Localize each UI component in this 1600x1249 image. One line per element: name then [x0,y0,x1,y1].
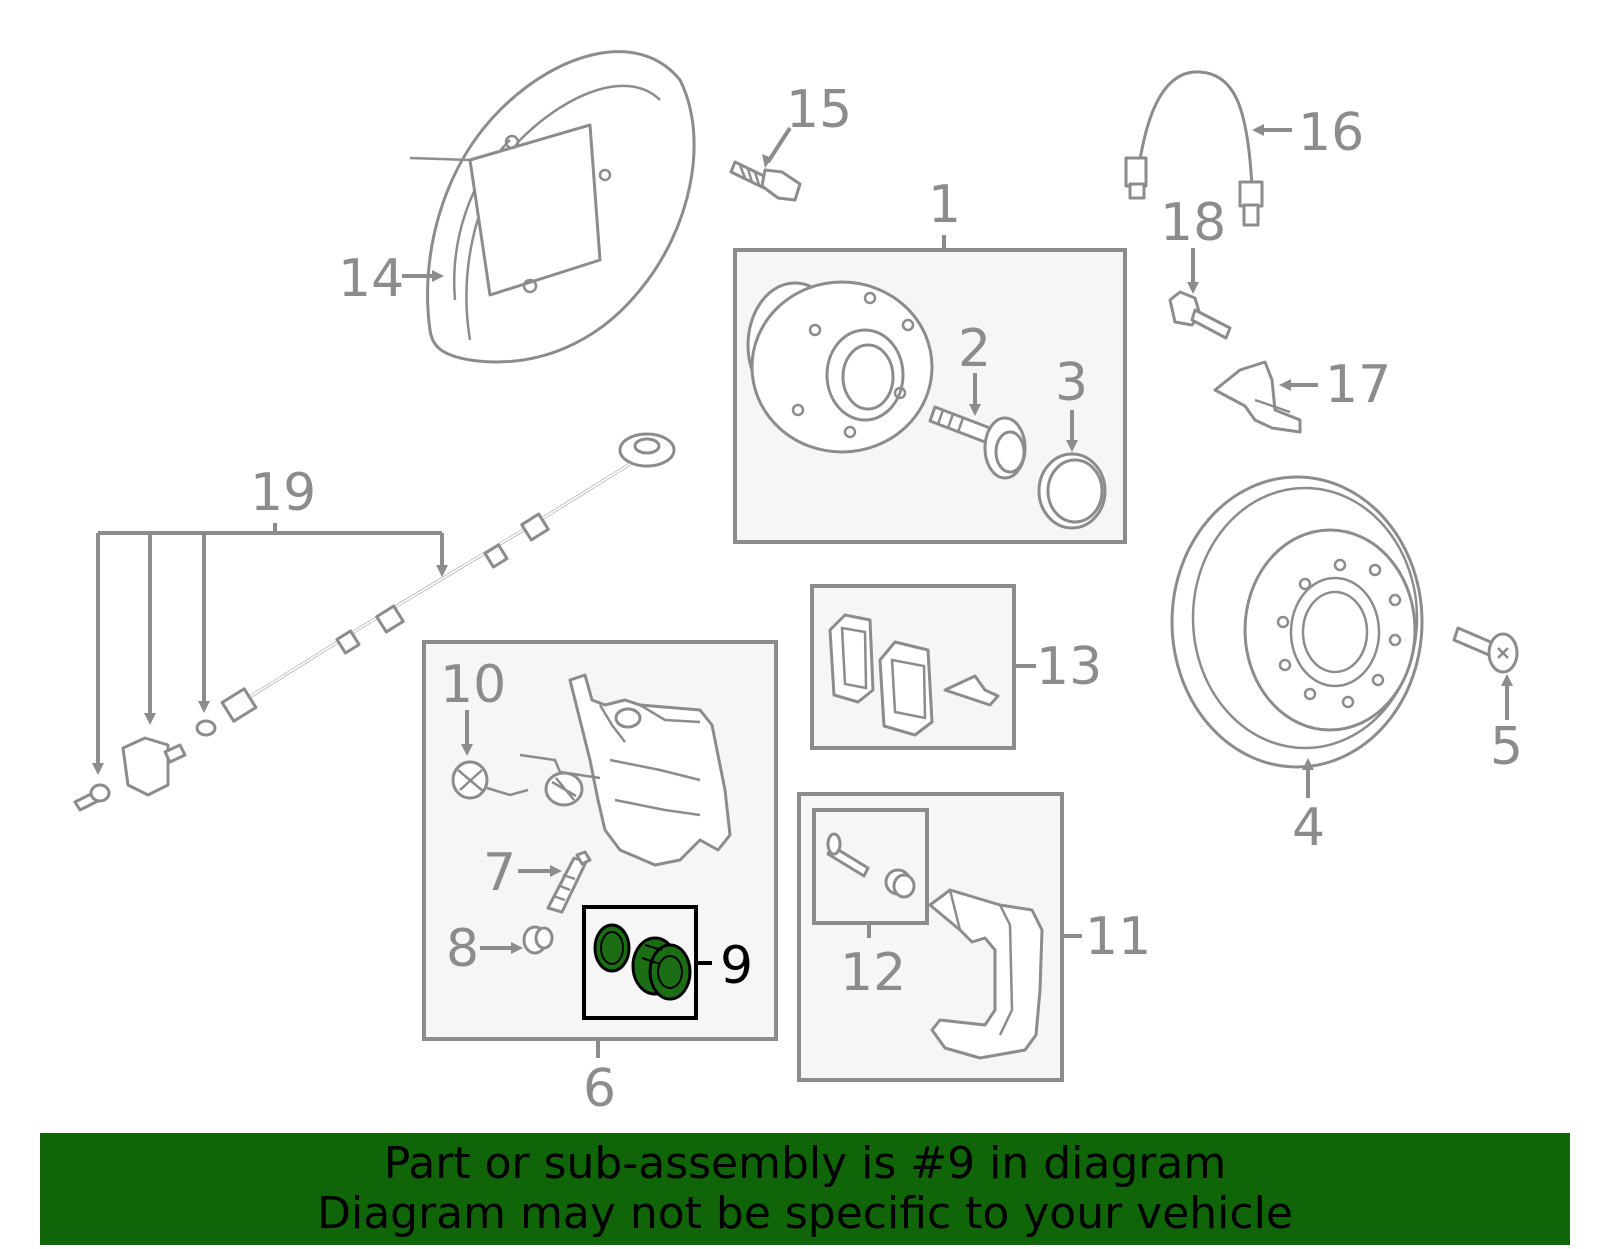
part-info-banner: Part or sub-assembly is #9 in diagram Di… [40,1133,1570,1245]
piston-seal-kit-part[interactable] [593,923,692,1001]
callout-10: 10 [440,655,506,715]
callout-9: 9 [720,936,753,996]
bleeder-screw-part [546,850,592,914]
leader-lines [92,124,1513,1058]
brake-rotor-part [1170,475,1424,769]
hub-bolt-part [928,405,1027,480]
callout-19: 19 [250,463,316,523]
dust-shield-part [409,50,696,364]
brake-pads-part [828,613,1000,737]
callout-15: 15 [786,80,852,140]
callout-13: 13 [1036,637,1102,697]
callout-1: 1 [928,175,961,235]
rotor-screw-part [1452,626,1519,674]
guide-pin-part [826,832,916,899]
box-guide-pins [812,808,929,925]
callout-12: 12 [840,943,906,1003]
callout-18: 18 [1160,193,1226,253]
banner-line-2: Diagram may not be specific to your vehi… [317,1188,1293,1239]
bleeder-cap-part [522,925,554,955]
caliper-bracket-part [928,888,1044,1060]
banner-line-1: Part or sub-assembly is #9 in diagram [383,1138,1227,1189]
callout-5: 5 [1490,717,1523,777]
callout-16: 16 [1298,103,1364,163]
spring-clip-part [451,760,529,800]
caliper-part [519,673,732,867]
callout-8: 8 [446,919,479,979]
callout-6: 6 [583,1059,616,1119]
callout-14: 14 [338,249,404,309]
brake-hose-part [1124,70,1264,227]
callout-17: 17 [1325,355,1391,415]
callout-4: 4 [1292,798,1325,858]
bracket-part-17 [1213,360,1302,434]
callout-11: 11 [1085,907,1151,967]
callout-7: 7 [483,843,516,903]
abs-sensor-harness-part [73,338,676,812]
bolt-part-15 [729,160,802,202]
callout-3: 3 [1055,353,1088,413]
wheel-hub-part [746,280,934,454]
callout-2: 2 [958,319,991,379]
dust-cap-part [1037,452,1107,530]
bolt-part-18 [1168,290,1232,340]
